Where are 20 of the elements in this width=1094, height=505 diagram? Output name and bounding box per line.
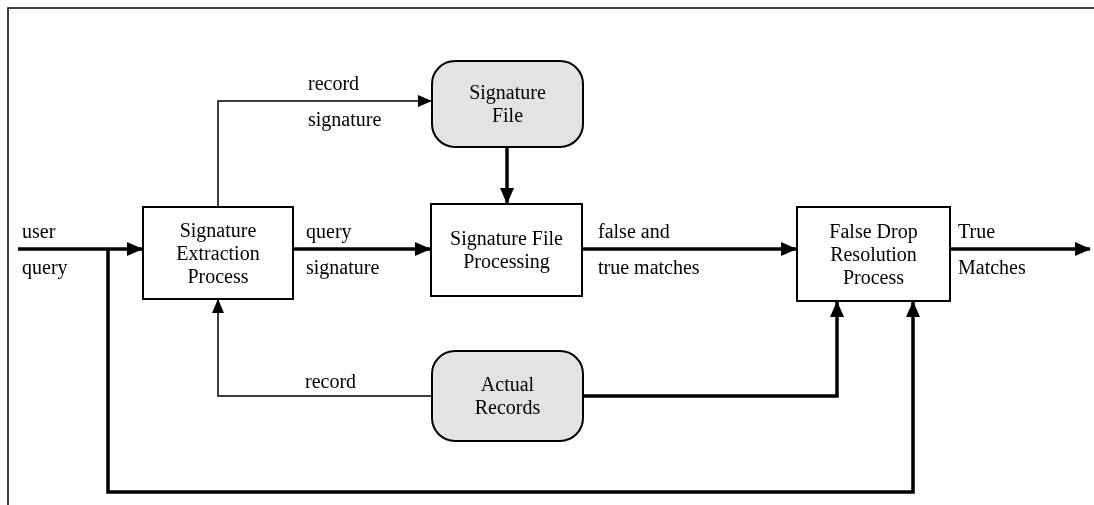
arrow [951,242,1091,256]
edge-label: True Matches [958,219,1027,280]
arrow [217,95,432,207]
process-box: Signature Extraction Process [142,206,294,300]
edge-label: record signature [308,71,383,133]
data-store-box: Actual Records [431,350,584,442]
arrow [212,299,432,397]
data-store-box: Signature File [431,60,584,148]
process-box: False Drop Resolution Process [796,206,951,302]
arrow [294,242,431,256]
arrow [583,242,797,256]
arrow [500,148,514,204]
arrow [584,301,844,398]
edge-label: false and true matches [598,219,701,280]
edge-label: user query [22,219,69,281]
edge-label: query signature [306,219,381,281]
arrow [106,249,920,494]
edge-label: record [305,369,358,393]
arrow [18,242,143,256]
process-box: Signature File Processing [430,203,583,297]
